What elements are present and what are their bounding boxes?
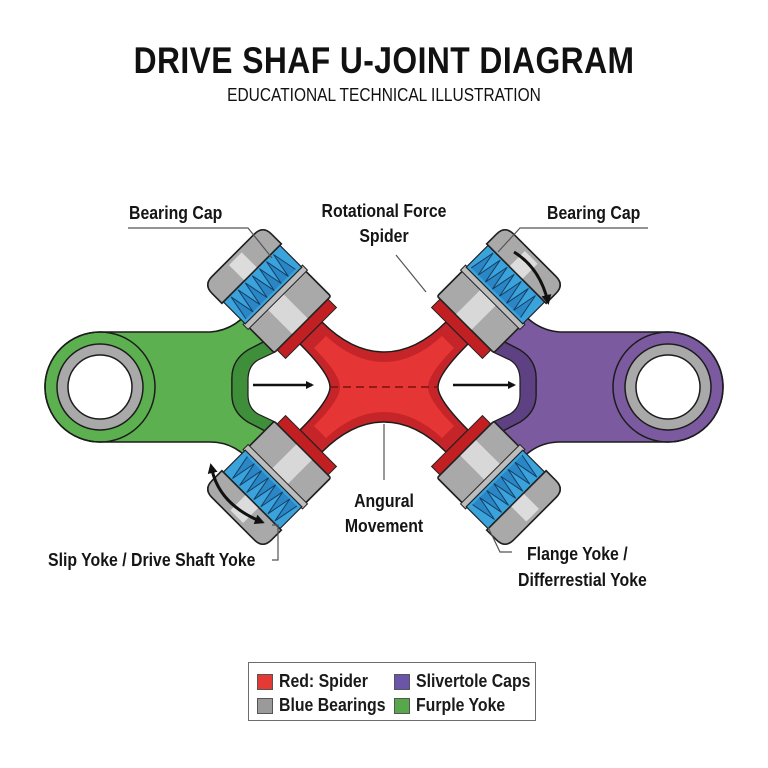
- legend-item-caps: Slivertole Caps: [394, 671, 546, 692]
- label-rotational-force: Rotational Force: [321, 201, 447, 221]
- legend-item-spider: Red: Spider: [257, 671, 380, 692]
- leader-flange-yoke: [487, 526, 512, 553]
- diagram-subtitle: EDUCATIONAL TECHNICAL ILLUSTRATION: [227, 85, 541, 105]
- label-movement: Movement: [344, 516, 424, 536]
- diagram-title: DRIVE SHAF U-JOINT DIAGRAM: [133, 40, 635, 81]
- legend: Red: Spider Slivertole Caps Blue Bearing…: [248, 662, 536, 721]
- label-angular: Angural: [354, 491, 414, 511]
- legend-swatch-gray: [257, 697, 273, 714]
- label-differential-yoke: Differrestial Yoke: [518, 570, 647, 590]
- legend-swatch-green: [394, 697, 410, 714]
- label-bearing-cap-right: Bearing Cap: [547, 203, 641, 223]
- legend-swatch-purple: [394, 673, 410, 690]
- label-slip-yoke: Slip Yoke / Drive Shaft Yoke: [48, 550, 256, 570]
- label-bearing-cap-left: Bearing Cap: [129, 203, 223, 223]
- label-flange-yoke: Flange Yoke /: [527, 544, 628, 564]
- leader-bearing-cap-left: [128, 227, 273, 259]
- legend-item-yoke: Furple Yoke: [394, 695, 517, 716]
- leader-spider: [395, 254, 427, 293]
- leader-bearing-cap-right: [497, 227, 648, 253]
- leader-slip-yoke: [272, 524, 279, 561]
- spider: [298, 320, 470, 454]
- legend-item-bearings: Blue Bearings: [257, 695, 400, 716]
- flange-yoke: [492, 297, 724, 473]
- label-spider: Spider: [359, 226, 409, 246]
- legend-swatch-red: [257, 673, 273, 690]
- rotation-arrow-right: [513, 250, 552, 305]
- angular-arrow-left: [207, 463, 265, 525]
- slip-yoke: [44, 297, 276, 473]
